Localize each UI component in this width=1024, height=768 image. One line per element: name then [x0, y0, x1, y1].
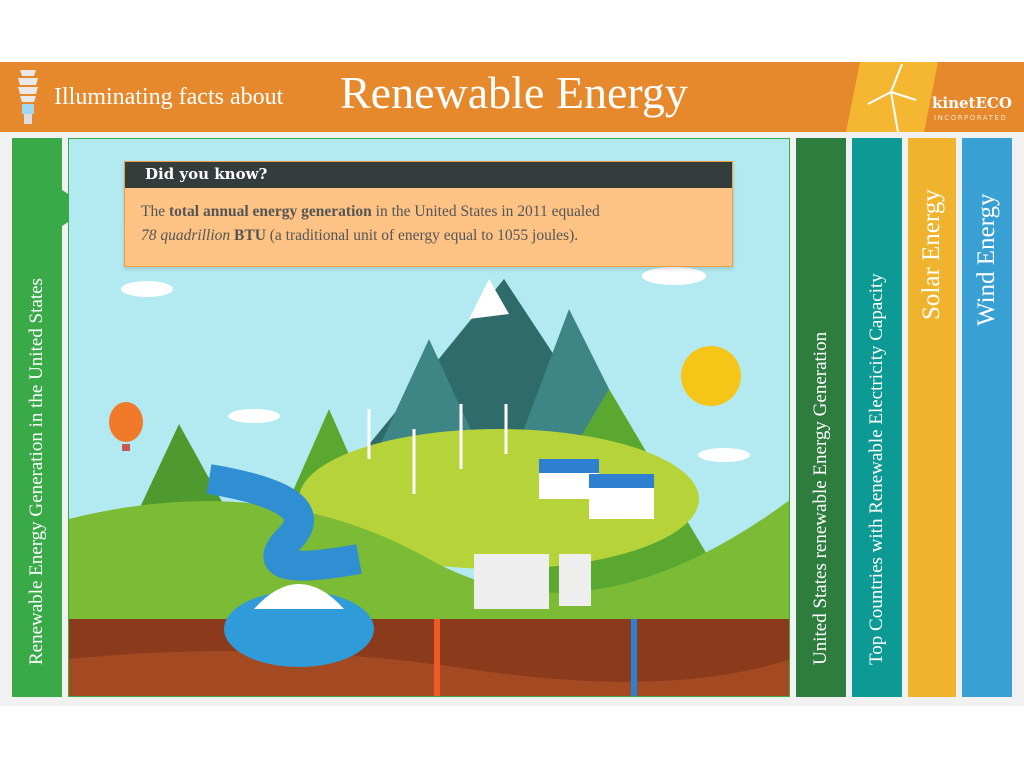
logo-subtitle: INCORPORATED [934, 114, 1008, 122]
text: The [141, 203, 169, 220]
text: in the United States in 2011 equaled [371, 203, 600, 220]
tab-us-renewable-generation[interactable]: United States renewable Energy Generatio… [796, 138, 846, 697]
hydro-dam [224, 584, 374, 667]
callout-body: The total annual energy generation in th… [125, 188, 732, 248]
wind-turbine-icon [867, 63, 917, 132]
tab-solar-energy[interactable]: Solar Energy [908, 138, 956, 697]
page-title: Renewable Energy [340, 67, 688, 118]
lightbulb-icon [18, 70, 38, 124]
tab-label: Solar Energy [918, 189, 945, 320]
cloud-icon [121, 267, 750, 462]
wind-turbines [367, 404, 508, 494]
tab-renewable-generation-us[interactable]: Renewable Energy Generation in the Unite… [12, 138, 90, 697]
text-bold: BTU [234, 227, 266, 244]
text-italic: 78 quadrillion [141, 227, 231, 244]
tab-top-countries[interactable]: Top Countries with Renewable Electricity… [852, 138, 902, 697]
landscape-scene [69, 267, 789, 696]
solar-houses [539, 459, 654, 519]
logo-badge [846, 62, 938, 132]
tab-label: United States renewable Energy Generatio… [810, 331, 831, 665]
tab-wind-energy[interactable]: Wind Energy [962, 138, 1012, 697]
text-bold: total annual energy generation [168, 203, 372, 220]
did-you-know-callout: Did you know? The total annual energy ge… [124, 161, 733, 267]
callout-heading: Did you know? [125, 162, 732, 188]
header-subtitle: Illuminating facts about [54, 84, 284, 110]
text: (a traditional unit of energy equal to 1… [265, 227, 579, 244]
logo-name: kinetECO [932, 94, 1012, 112]
tab-label: Top Countries with Renewable Electricity… [866, 273, 887, 665]
header: Illuminating facts about Renewable Energ… [0, 62, 1024, 132]
hot-air-balloon-icon [109, 402, 143, 451]
tab-label: Wind Energy [973, 193, 1000, 326]
sun-icon [681, 346, 741, 406]
geothermal-plant [474, 554, 591, 609]
tab-label: Renewable Energy Generation in the Unite… [26, 278, 47, 665]
